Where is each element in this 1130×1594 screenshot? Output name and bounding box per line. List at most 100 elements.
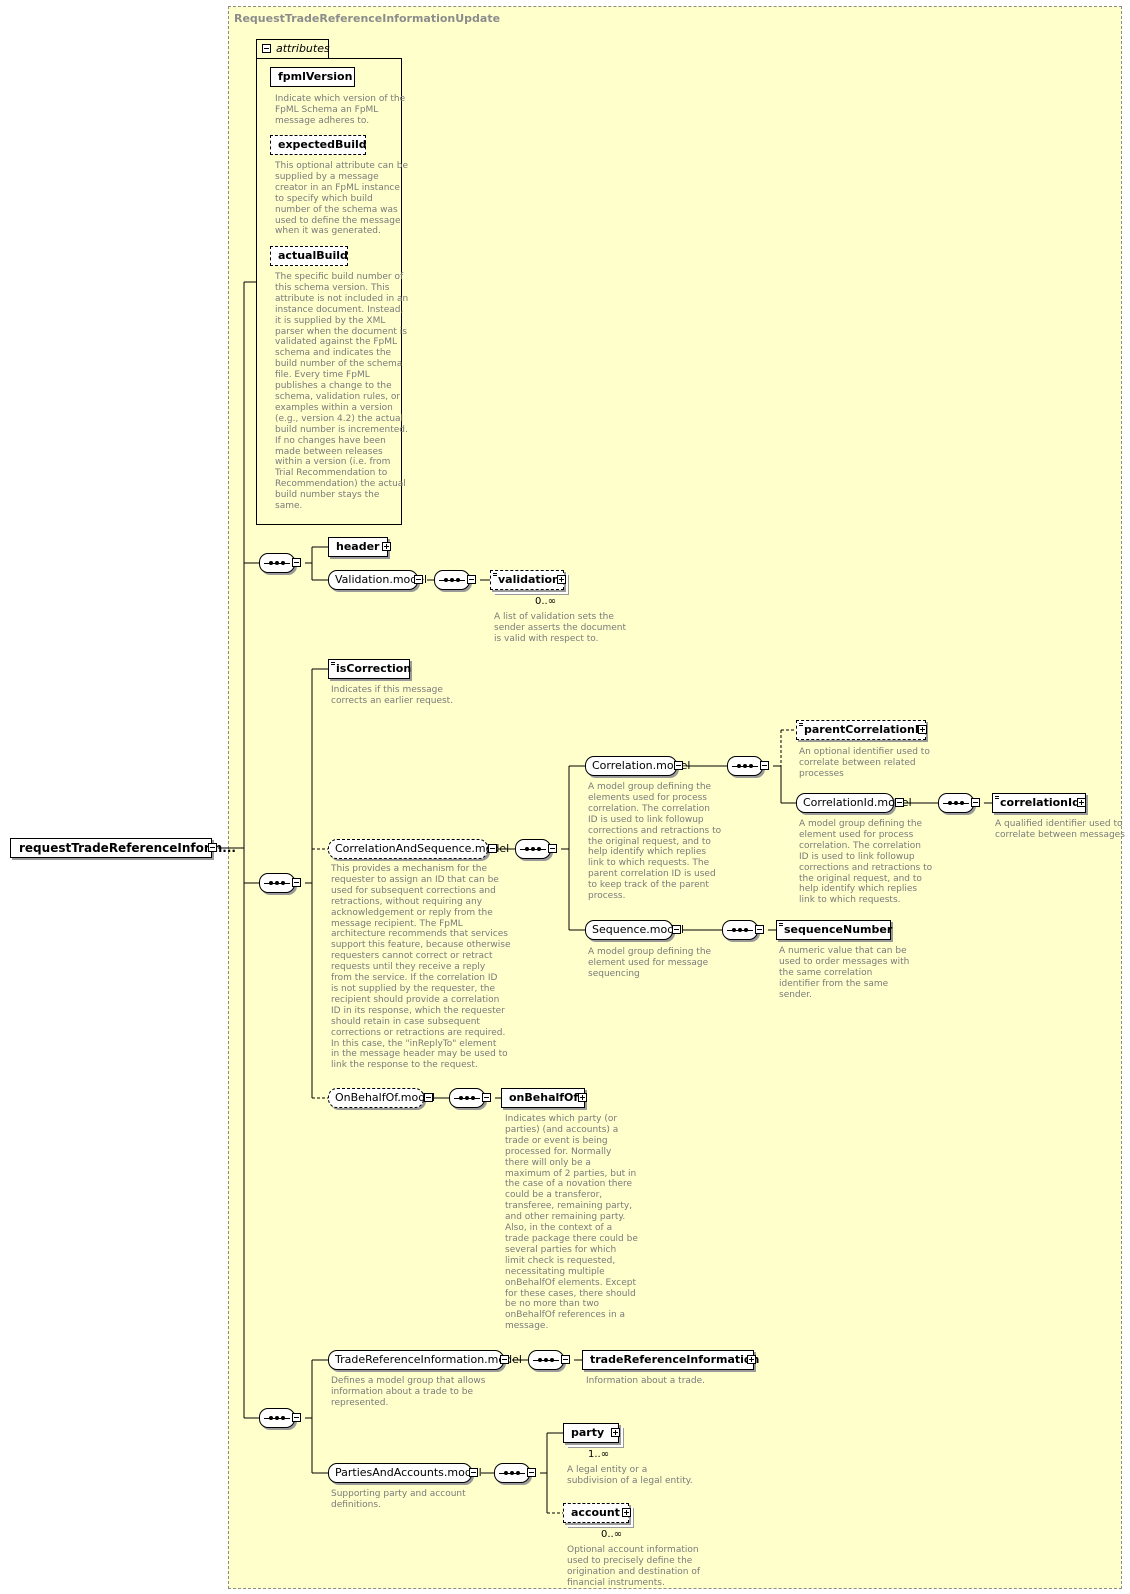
description-line: correlation. The correlation [588, 803, 710, 814]
element-parent-correlation-id[interactable]: parentCorrelationId [796, 720, 927, 740]
collapse-icon[interactable] [262, 44, 271, 53]
sequence-compositor[interactable] [528, 1350, 564, 1370]
expand-icon[interactable] [622, 1508, 631, 1517]
description-line: help identify which replies [799, 884, 918, 895]
collapse-icon[interactable] [561, 1355, 570, 1364]
description-line: file. Every time FpML [275, 370, 370, 381]
sequence-compositor[interactable] [259, 553, 295, 573]
sequence-compositor[interactable] [259, 873, 295, 893]
element-on-behalf-of[interactable]: onBehalfOf [501, 1088, 585, 1108]
expand-icon[interactable] [382, 542, 391, 551]
description-line: (e.g., version 4.2) the actual [275, 413, 404, 424]
description-line: This provides a mechanism for the [331, 864, 487, 874]
description-line: element used for message [588, 957, 709, 968]
group-correlation-and-sequence-model[interactable]: CorrelationAndSequence.model [328, 839, 509, 859]
collapse-icon[interactable] [755, 925, 764, 934]
description-line: the original request, and to [588, 836, 711, 847]
collapse-icon[interactable] [527, 1468, 536, 1477]
expand-icon[interactable] [557, 575, 566, 584]
collapse-icon[interactable] [424, 1093, 433, 1102]
description-line: maximum of 2 parties, but in [505, 1168, 637, 1179]
collapse-icon[interactable] [292, 1413, 301, 1422]
description-line: corrections or retractions are required. [331, 1027, 506, 1038]
description-line: number of the schema was [275, 204, 398, 215]
description-line: message adheres to. [275, 115, 370, 126]
attributes-tab[interactable] [256, 39, 329, 59]
group-parties-and-accounts-model[interactable]: PartiesAndAccounts.model [328, 1463, 482, 1483]
sequence-compositor[interactable] [434, 570, 470, 590]
attribute-actual-build[interactable]: actualBuild [270, 246, 348, 266]
sequence-compositor[interactable] [494, 1463, 530, 1483]
attributes-label: attributes [276, 42, 330, 55]
root-element[interactable]: requestTradeReferenceInform... [10, 838, 236, 858]
description-line: message recipient. The FpML [331, 918, 463, 929]
expand-icon[interactable] [578, 1093, 587, 1102]
attribute-expected-build[interactable]: expectedBuild [270, 135, 367, 155]
description-line: used to define the message [275, 215, 401, 226]
expand-icon[interactable] [611, 1428, 620, 1437]
description-line: architecture recommends that services [331, 929, 508, 940]
element-correlation-id[interactable]: correlationId [992, 793, 1086, 813]
element-header[interactable]: header [328, 537, 388, 557]
element-sequence-number[interactable]: sequenceNumber [776, 920, 892, 940]
description-line: represented. [331, 1397, 389, 1408]
collapse-icon[interactable] [672, 925, 681, 934]
description-line: when it was generated. [275, 226, 381, 237]
collapse-icon[interactable] [548, 844, 557, 853]
description-line: definitions. [331, 1499, 381, 1510]
collapse-icon[interactable] [208, 843, 217, 852]
expand-icon[interactable] [1077, 798, 1086, 807]
description-line: examples within a version [275, 402, 393, 413]
collapse-icon[interactable] [292, 878, 301, 887]
description-line: A model group defining the [588, 782, 712, 792]
description-line: support this feature, because otherwise [331, 940, 511, 951]
group-on-behalf-of-model[interactable]: OnBehalfOf.model [328, 1088, 435, 1108]
expand-icon[interactable] [918, 725, 927, 734]
element-party[interactable]: party [563, 1423, 619, 1443]
description-line: transferee, remaining party, [505, 1201, 633, 1212]
description-line: in the message header may be used to [331, 1049, 508, 1060]
group-validation-model[interactable]: Validation.model [328, 570, 427, 590]
element-validation[interactable]: validation [490, 570, 564, 590]
description-line: there will only be a [505, 1157, 591, 1168]
description-line: Indicates if this message [331, 685, 443, 695]
collapse-icon[interactable] [500, 1355, 509, 1364]
collapse-icon[interactable] [292, 558, 301, 567]
sequence-compositor[interactable] [938, 793, 974, 813]
description-line: process. [588, 891, 626, 902]
collapse-icon[interactable] [674, 761, 683, 770]
sequence-compositor[interactable] [727, 756, 763, 776]
description-line: Defines a model group that allows [331, 1376, 486, 1386]
group-correlation-id-model[interactable]: CorrelationId.model [796, 793, 912, 813]
collapse-icon[interactable] [760, 761, 769, 770]
element-is-correction[interactable]: isCorrection [328, 659, 411, 679]
collapse-icon[interactable] [482, 1093, 491, 1102]
collapse-icon[interactable] [488, 844, 497, 853]
group-sequence-model[interactable]: Sequence.model [585, 920, 684, 940]
sequence-compositor[interactable] [259, 1408, 295, 1428]
description-line: build number is incremented. [275, 424, 408, 435]
collapse-icon[interactable] [469, 1468, 478, 1477]
element-trade-reference-information[interactable]: tradeReferenceInformation [582, 1350, 759, 1370]
expand-icon[interactable] [747, 1355, 756, 1364]
description-line: supplied by a message [275, 171, 379, 182]
collapse-icon[interactable] [414, 575, 423, 584]
collapse-icon[interactable] [895, 798, 904, 807]
description-line: corrects an earlier request. [331, 695, 454, 706]
sequence-compositor[interactable] [722, 920, 758, 940]
description-line: it is supplied by the XML [275, 315, 386, 326]
description-line: elements used for process [588, 792, 707, 803]
sequence-compositor[interactable] [449, 1088, 485, 1108]
sequence-compositor[interactable] [515, 839, 551, 859]
group-correlation-model[interactable]: Correlation.model [585, 756, 690, 776]
element-account[interactable]: account [563, 1503, 629, 1523]
attribute-fpml-version[interactable]: fpmlVersion [270, 67, 355, 87]
collapse-icon[interactable] [467, 575, 476, 584]
collapse-icon[interactable] [971, 798, 980, 807]
group-trade-reference-information-model[interactable]: TradeReferenceInformation.model [328, 1350, 522, 1370]
description-line: onBehalfOf references in a [505, 1310, 626, 1321]
description-line: A legal entity or a [567, 1465, 648, 1475]
